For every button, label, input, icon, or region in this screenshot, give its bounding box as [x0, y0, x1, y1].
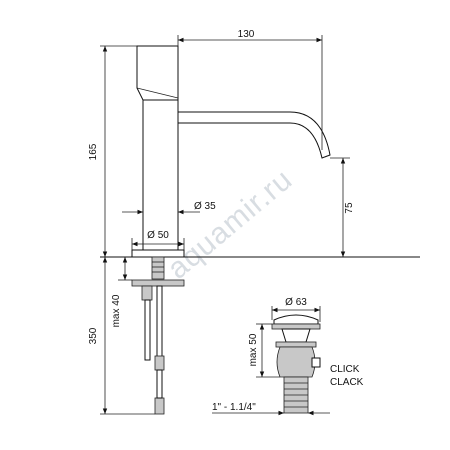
handle-bevel — [136, 87, 179, 99]
waste-overflow — [311, 357, 321, 368]
hose-connector-upper — [154, 355, 165, 371]
dim-75: 75 — [330, 157, 355, 257]
dim-max-40-label: max 40 — [111, 294, 122, 327]
dim-max-50: max 50 — [248, 323, 280, 378]
supply-hose-1 — [144, 299, 151, 361]
waste-cap — [273, 314, 319, 325]
dim-dia-35: Ø 35 — [122, 201, 216, 215]
faucet-column — [142, 99, 179, 251]
click-clack-waste — [271, 314, 321, 414]
waste-flange — [271, 323, 321, 330]
dim-dia-50: Ø 50 — [131, 230, 185, 250]
supply-hose-2 — [156, 285, 163, 359]
dim-350-label: 350 — [88, 327, 99, 344]
watermark: aquamir.ru — [161, 163, 298, 286]
click-clack-line1: CLICK — [330, 364, 360, 375]
supply-hose-lower — [156, 369, 163, 399]
mounting-stud — [151, 256, 165, 280]
faucet-base — [131, 249, 185, 258]
fixing-nut — [141, 285, 153, 301]
waste-washer — [275, 341, 317, 348]
dim-dia-63: Ø 63 — [271, 297, 321, 322]
dim-dia-50-label: Ø 50 — [147, 230, 169, 241]
dim-dia-63-label: Ø 63 — [285, 297, 307, 308]
hose-connector-lower — [154, 397, 165, 415]
dim-thread-label: 1" - 1.1/4" — [212, 402, 256, 413]
dim-max-40: max 40 — [111, 257, 132, 327]
dim-165: 165 — [88, 45, 137, 257]
dim-350: 350 — [88, 257, 155, 415]
faucet-body — [131, 45, 331, 258]
dim-130-label: 130 — [238, 29, 255, 40]
dim-max-50-label: max 50 — [248, 333, 259, 366]
spout-outlet — [321, 154, 331, 159]
fixing-washer — [131, 279, 185, 287]
dim-75-label: 75 — [344, 202, 355, 214]
waste-body — [276, 346, 316, 378]
watermark-text: aquamir.ru — [161, 163, 298, 286]
click-clack-line2: CLACK — [330, 377, 364, 388]
under-counter-fixing — [131, 256, 185, 415]
dim-165-label: 165 — [88, 143, 99, 160]
dim-130: 130 — [177, 29, 323, 150]
waste-neck — [281, 328, 311, 343]
faucet-spout — [177, 111, 331, 159]
dim-thread: 1" - 1.1/4" — [212, 402, 330, 416]
faucet-handle — [136, 45, 179, 101]
dim-dia-35-label: Ø 35 — [194, 201, 216, 212]
